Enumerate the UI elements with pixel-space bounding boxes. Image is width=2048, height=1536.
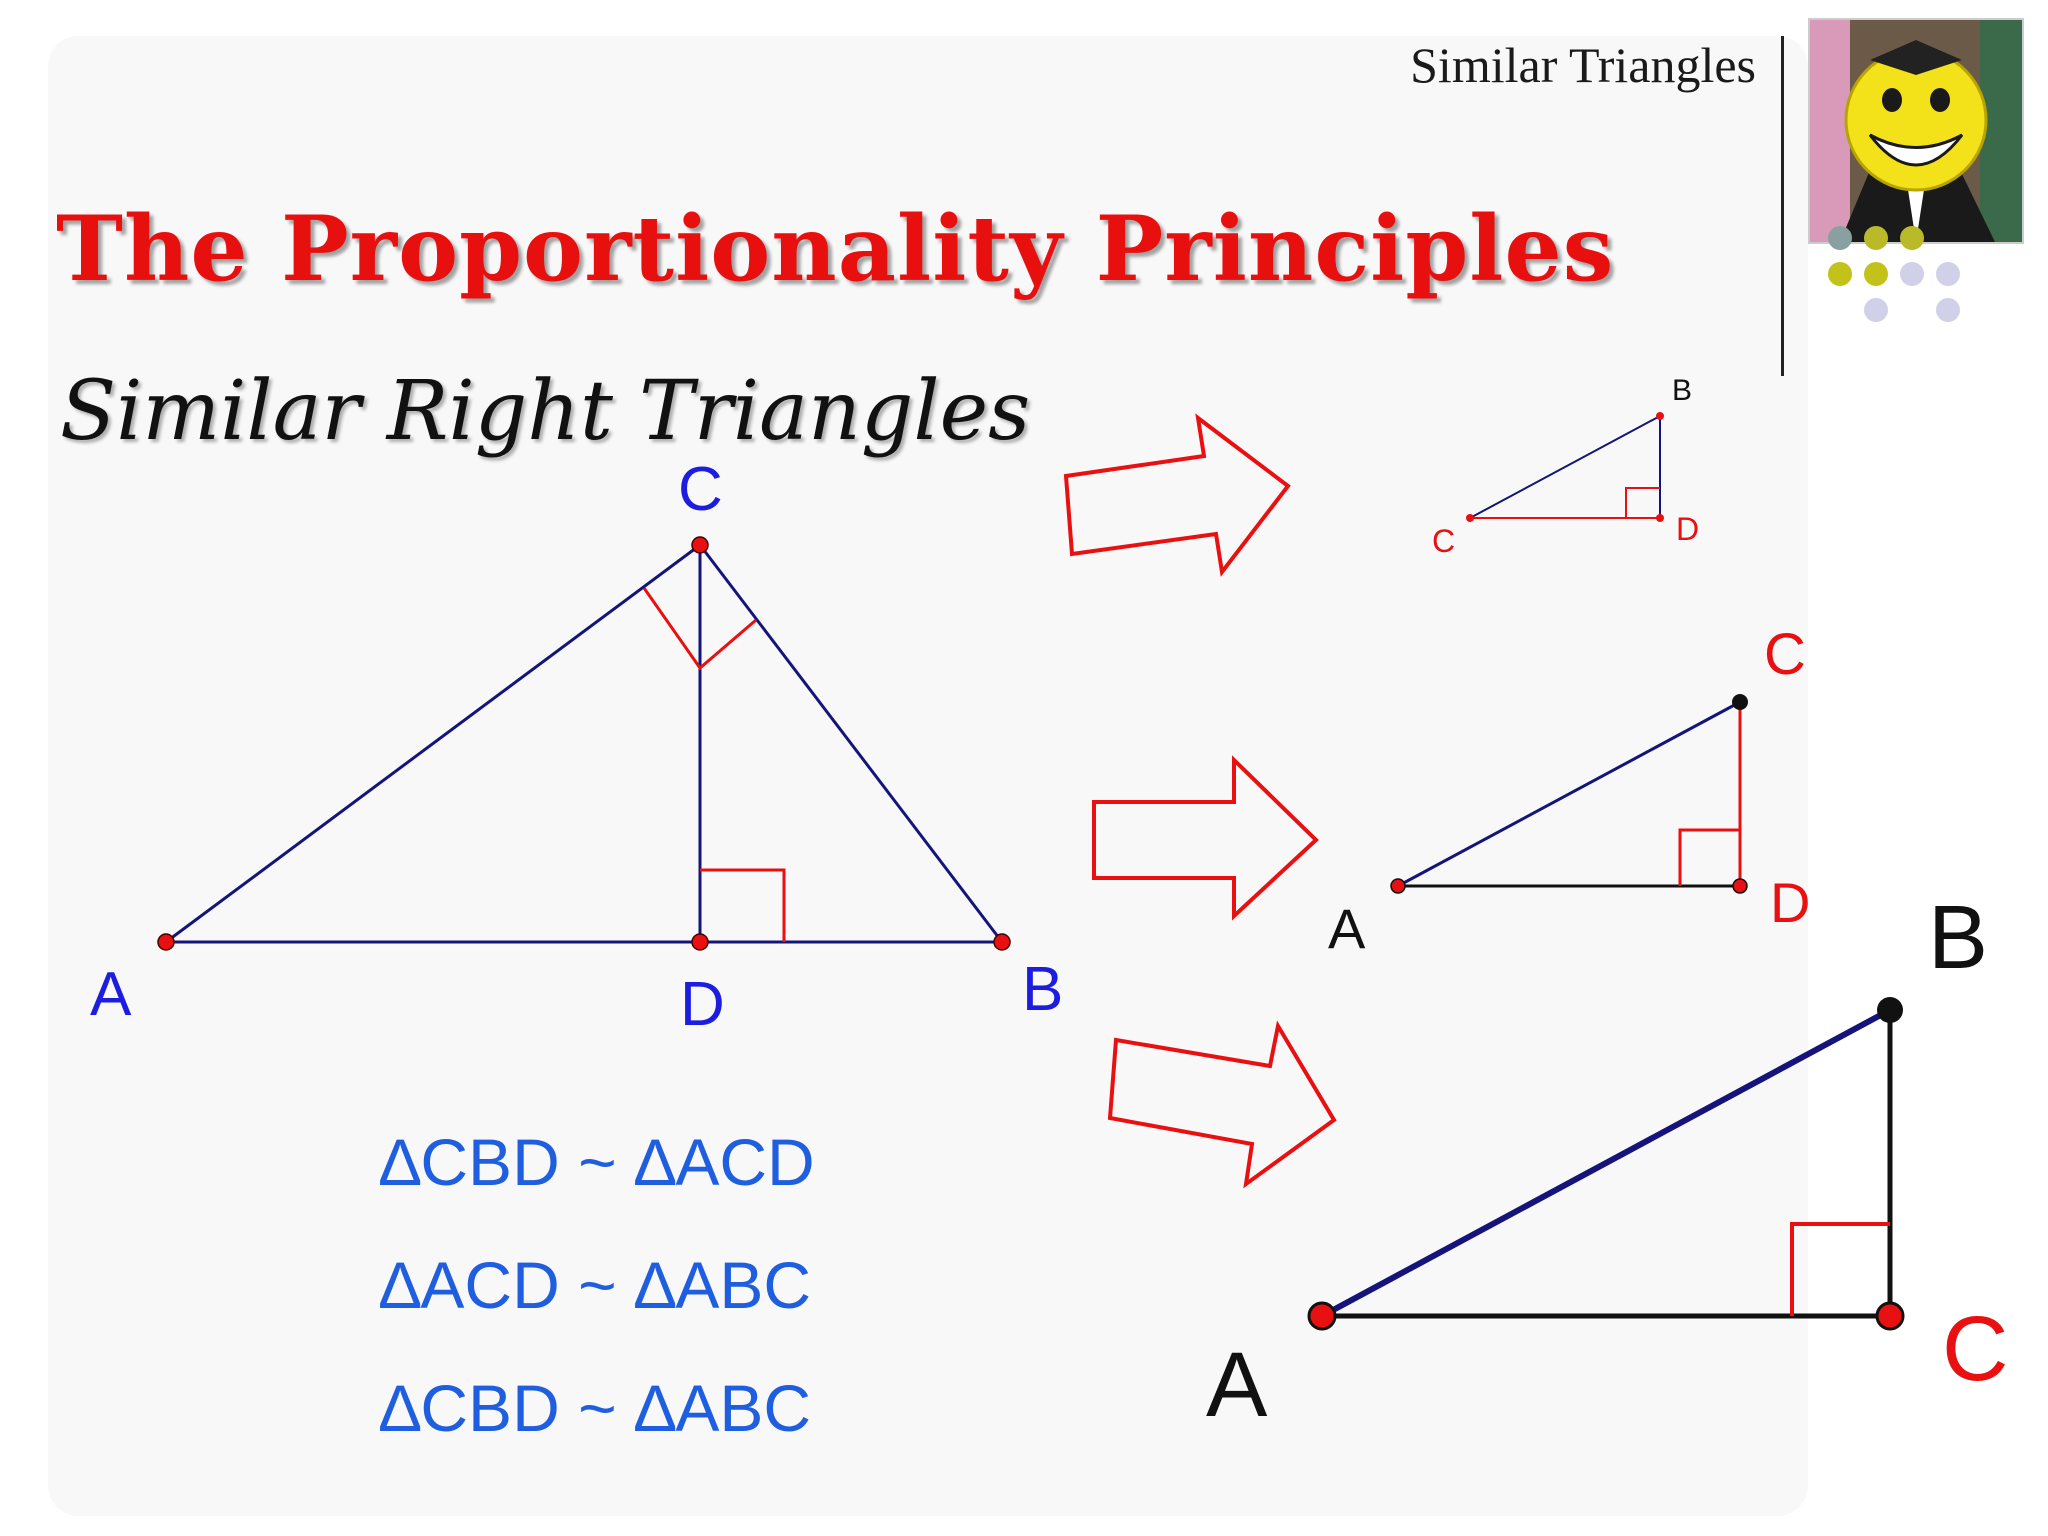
point-d-small-2 bbox=[1732, 878, 1748, 894]
right-angle-mark-small-1 bbox=[1625, 487, 1660, 518]
similarity-statement-2: ∆ACD ~ ∆ABC bbox=[380, 1248, 812, 1322]
small-triangle-abc: B A C bbox=[1206, 888, 2008, 1436]
label-a: A bbox=[90, 960, 132, 1029]
label-d-small-2: D bbox=[1770, 871, 1810, 934]
label-c: C bbox=[678, 455, 723, 524]
point-d bbox=[691, 933, 709, 951]
segment-ac-small bbox=[1397, 700, 1741, 888]
header-divider bbox=[1781, 36, 1784, 376]
koro-sensei-avatar-icon bbox=[1808, 18, 2024, 244]
point-b-small-1 bbox=[1656, 412, 1664, 420]
segment-cb bbox=[698, 544, 1004, 943]
point-a bbox=[157, 933, 175, 951]
label-c-small-1: C bbox=[1432, 523, 1455, 559]
small-triangle-cbd: B C D bbox=[1432, 374, 1699, 559]
label-b-small-1: B bbox=[1672, 374, 1692, 407]
decorative-dots bbox=[1828, 226, 1960, 322]
label-d-small-1: D bbox=[1676, 511, 1699, 547]
point-c-small-1 bbox=[1466, 514, 1474, 522]
label-b-large: B bbox=[1928, 888, 1988, 988]
right-arrow-icon bbox=[1107, 1020, 1337, 1189]
segment-ab-large bbox=[1320, 1007, 1892, 1319]
right-arrow-icon bbox=[1092, 755, 1319, 921]
similarity-statement-1: ∆CBD ~ ∆ACD bbox=[380, 1125, 815, 1199]
point-a-large bbox=[1307, 1301, 1337, 1331]
right-arrow-icon bbox=[1063, 413, 1291, 577]
right-angle-mark-small-2 bbox=[1678, 828, 1740, 886]
point-d-small-1 bbox=[1656, 514, 1664, 522]
label-a-small-2: A bbox=[1328, 897, 1366, 960]
slide-title: The Proportionality Principles bbox=[56, 196, 1615, 302]
right-angle-mark-large bbox=[1790, 1222, 1890, 1316]
right-angle-mark-d bbox=[700, 868, 786, 942]
main-triangle: C A D B bbox=[90, 455, 1063, 1039]
segment-ca bbox=[165, 543, 701, 944]
point-c-large bbox=[1875, 1301, 1905, 1331]
label-a-large: A bbox=[1206, 1334, 1268, 1436]
label-c-small-2: C bbox=[1764, 622, 1806, 687]
slide-subtitle: Similar Right Triangles bbox=[60, 364, 1031, 459]
label-d: D bbox=[680, 970, 725, 1039]
small-triangle-acd: C A D bbox=[1328, 622, 1810, 960]
point-a-small-2 bbox=[1390, 878, 1406, 894]
segment-cb-small bbox=[1469, 415, 1661, 519]
slide-background bbox=[48, 36, 1808, 1516]
right-angle-mark-c bbox=[642, 587, 757, 671]
point-b-large bbox=[1877, 997, 1903, 1023]
similarity-statement-3: ∆CBD ~ ∆ABC bbox=[380, 1371, 812, 1445]
label-c-large: C bbox=[1942, 1298, 2008, 1400]
point-c bbox=[691, 536, 709, 554]
label-b: B bbox=[1022, 955, 1063, 1024]
point-c-small-2 bbox=[1732, 694, 1748, 710]
header-title: Similar Triangles bbox=[1410, 37, 1756, 93]
point-b bbox=[993, 933, 1011, 951]
